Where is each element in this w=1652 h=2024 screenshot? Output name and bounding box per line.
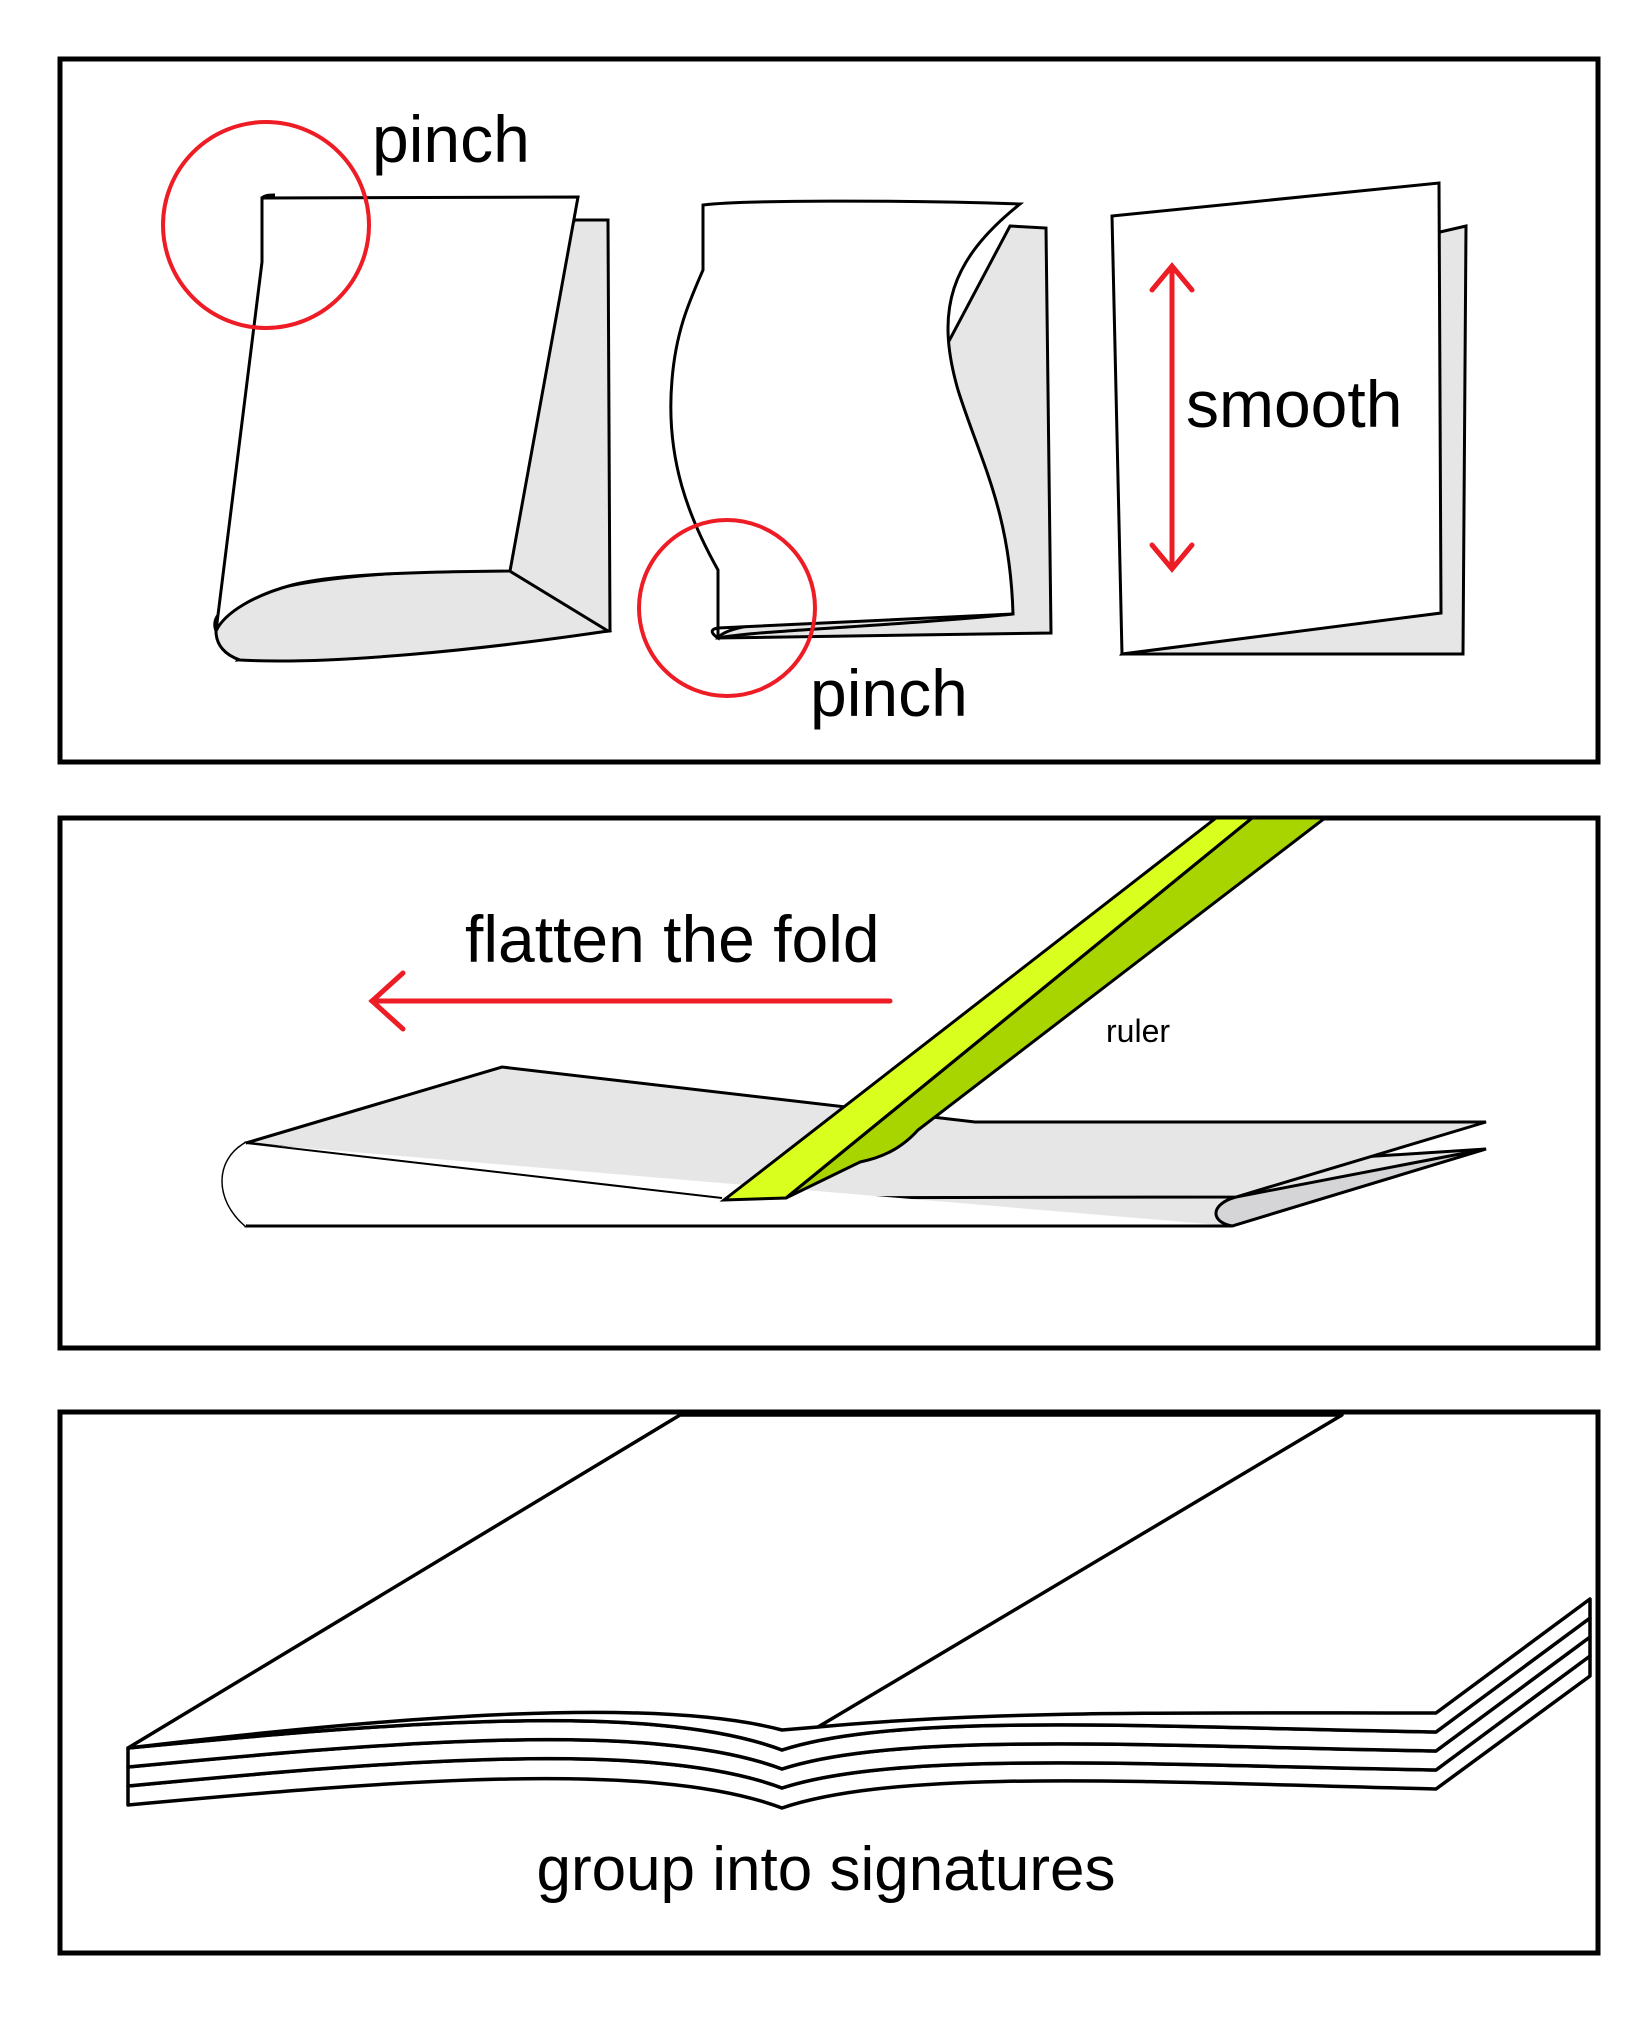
sheet-2-wavy	[669, 199, 1053, 641]
pinch-top-label: pinch	[372, 102, 530, 176]
flattened-sheet-crease	[245, 1142, 723, 1199]
pinch-marker-bottom-icon	[637, 518, 817, 698]
ruler-tool	[719, 816, 1330, 1202]
ruler-dark-face	[785, 816, 1330, 1200]
ruler-label: ruler	[1106, 1013, 1170, 1049]
panel-signatures: group into signatures	[57, 1409, 1601, 1956]
smooth-double-arrow-icon	[1149, 262, 1195, 573]
panel-pinch-and-smooth: pinch pinch smooth	[57, 56, 1601, 765]
sheet-3-smooth	[1110, 181, 1468, 656]
flattened-sheet-spine-inner	[222, 1143, 246, 1226]
sheet-2-bottom-fold	[717, 612, 1014, 640]
sheet-1-top-edge	[260, 193, 276, 200]
smooth-label: smooth	[1186, 367, 1402, 441]
signature-center-fold	[127, 1710, 819, 1750]
flatten-label: flatten the fold	[465, 902, 880, 976]
signatures-caption: group into signatures	[536, 1835, 1115, 1904]
panel-2-frame	[57, 815, 1601, 1351]
sheet-1-folding	[213, 193, 613, 663]
sheet-2-front-page	[669, 199, 1025, 641]
flatten-arrow-left-icon	[368, 970, 893, 1032]
pinch-marker-top-icon	[161, 120, 371, 330]
signature-stack	[126, 1413, 1592, 1810]
signature-sheet-1	[126, 1413, 1592, 1752]
sheet-3-front-page	[1110, 181, 1443, 656]
sheet-1-front-page	[214, 195, 580, 632]
panel-flatten-fold: flatten the fold ruler	[57, 815, 1601, 1351]
pinch-bottom-label: pinch	[810, 656, 968, 730]
ruler-edge-line	[785, 816, 1253, 1200]
